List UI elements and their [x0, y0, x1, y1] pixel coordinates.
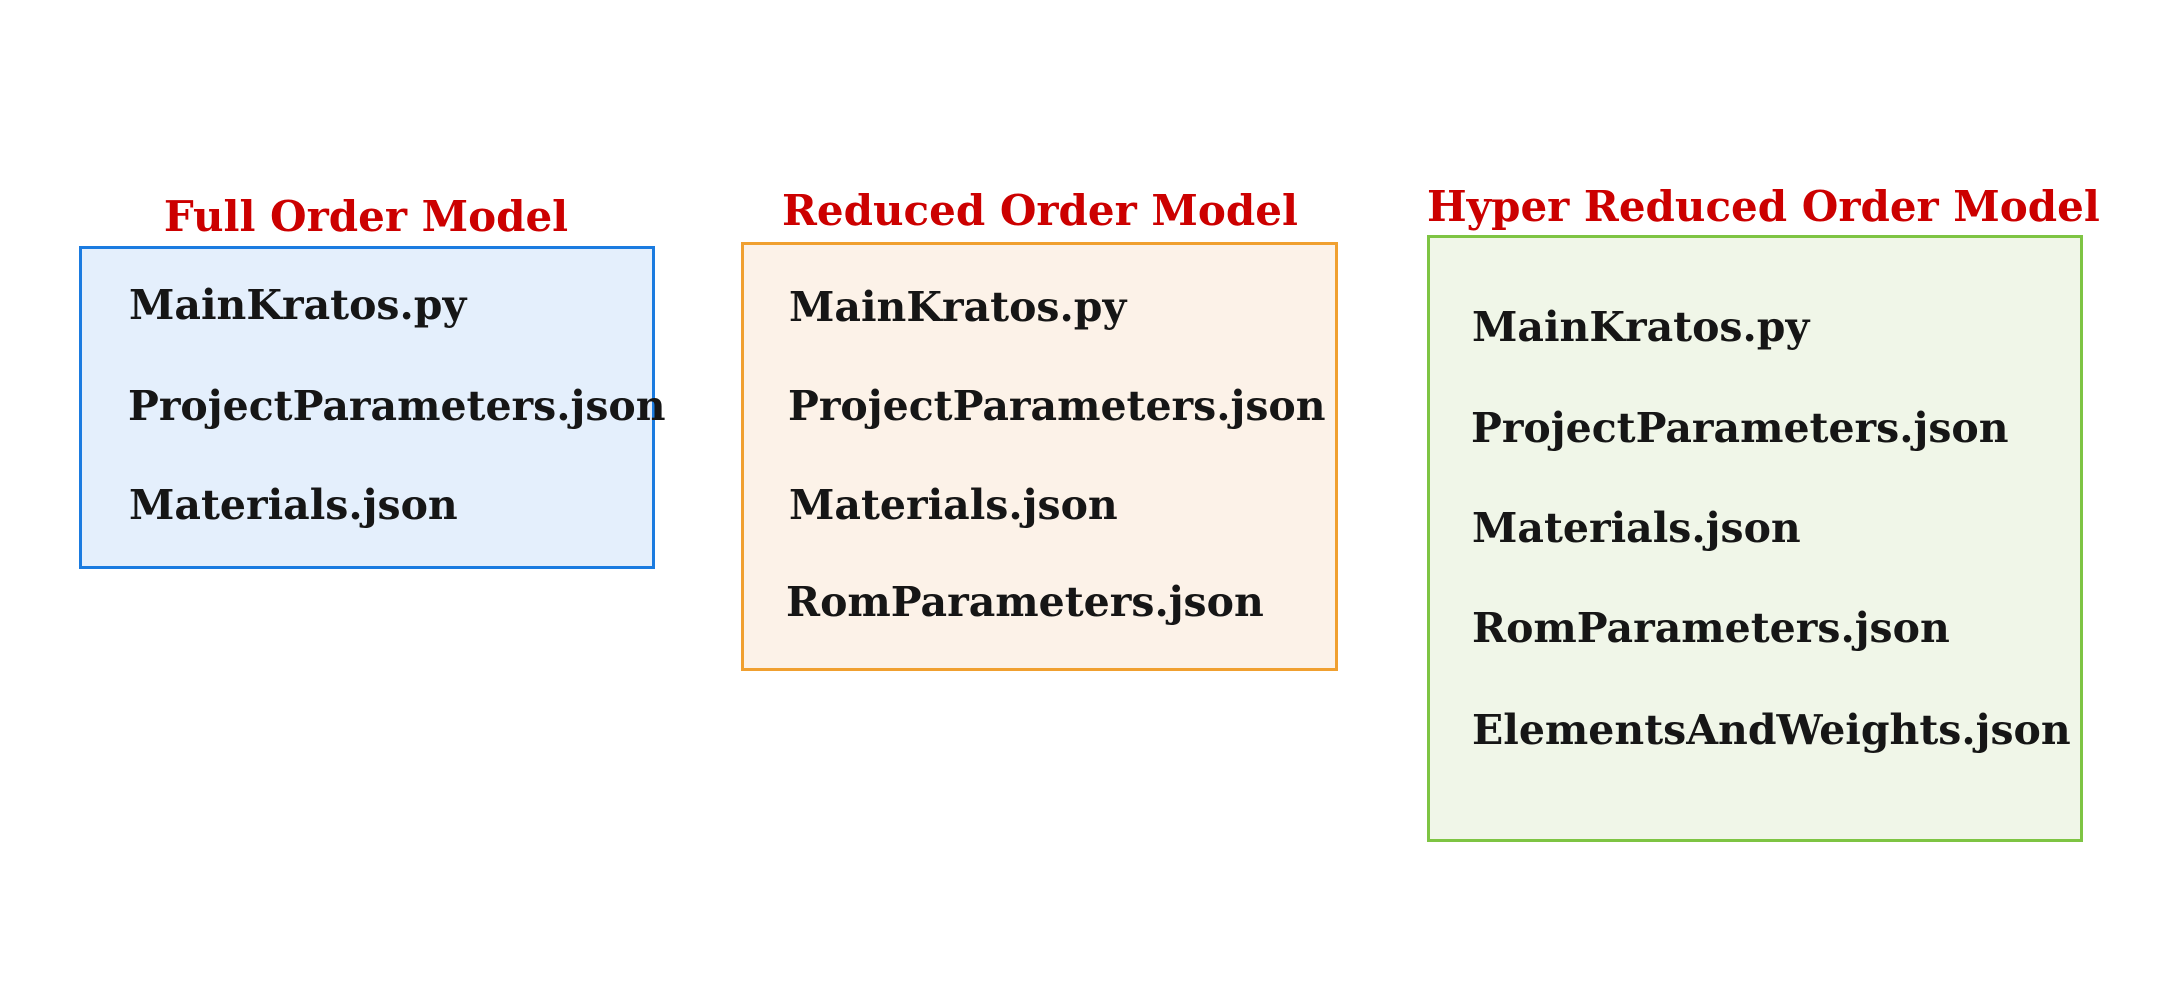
- file-romparameters: RomParameters.json: [786, 578, 1264, 626]
- full-order-model-title: Full Order Model: [163, 192, 569, 241]
- file-projectparameters: ProjectParameters.json: [128, 382, 666, 430]
- file-materials: Materials.json: [789, 481, 1118, 529]
- full-order-model-box: MainKratos.py ProjectParameters.json Mat…: [79, 246, 666, 569]
- file-mainkratos: MainKratos.py: [129, 281, 467, 329]
- hyper-reduced-order-model-box: MainKratos.py ProjectParameters.json Mat…: [1427, 235, 2083, 842]
- file-romparameters: RomParameters.json: [1472, 604, 1950, 652]
- file-mainkratos: MainKratos.py: [1472, 303, 1810, 351]
- file-materials: Materials.json: [129, 481, 458, 529]
- file-projectparameters: ProjectParameters.json: [788, 382, 1326, 430]
- file-projectparameters: ProjectParameters.json: [1471, 404, 2009, 452]
- file-elementsandweights: ElementsAndWeights.json: [1472, 706, 2071, 754]
- reduced-order-model-title: Reduced Order Model: [782, 186, 1298, 235]
- file-materials: Materials.json: [1472, 504, 1801, 552]
- file-mainkratos: MainKratos.py: [789, 283, 1127, 331]
- reduced-order-model-box: MainKratos.py ProjectParameters.json Mat…: [741, 242, 1338, 671]
- hyper-reduced-order-model-title: Hyper Reduced Order Model: [1427, 182, 2100, 231]
